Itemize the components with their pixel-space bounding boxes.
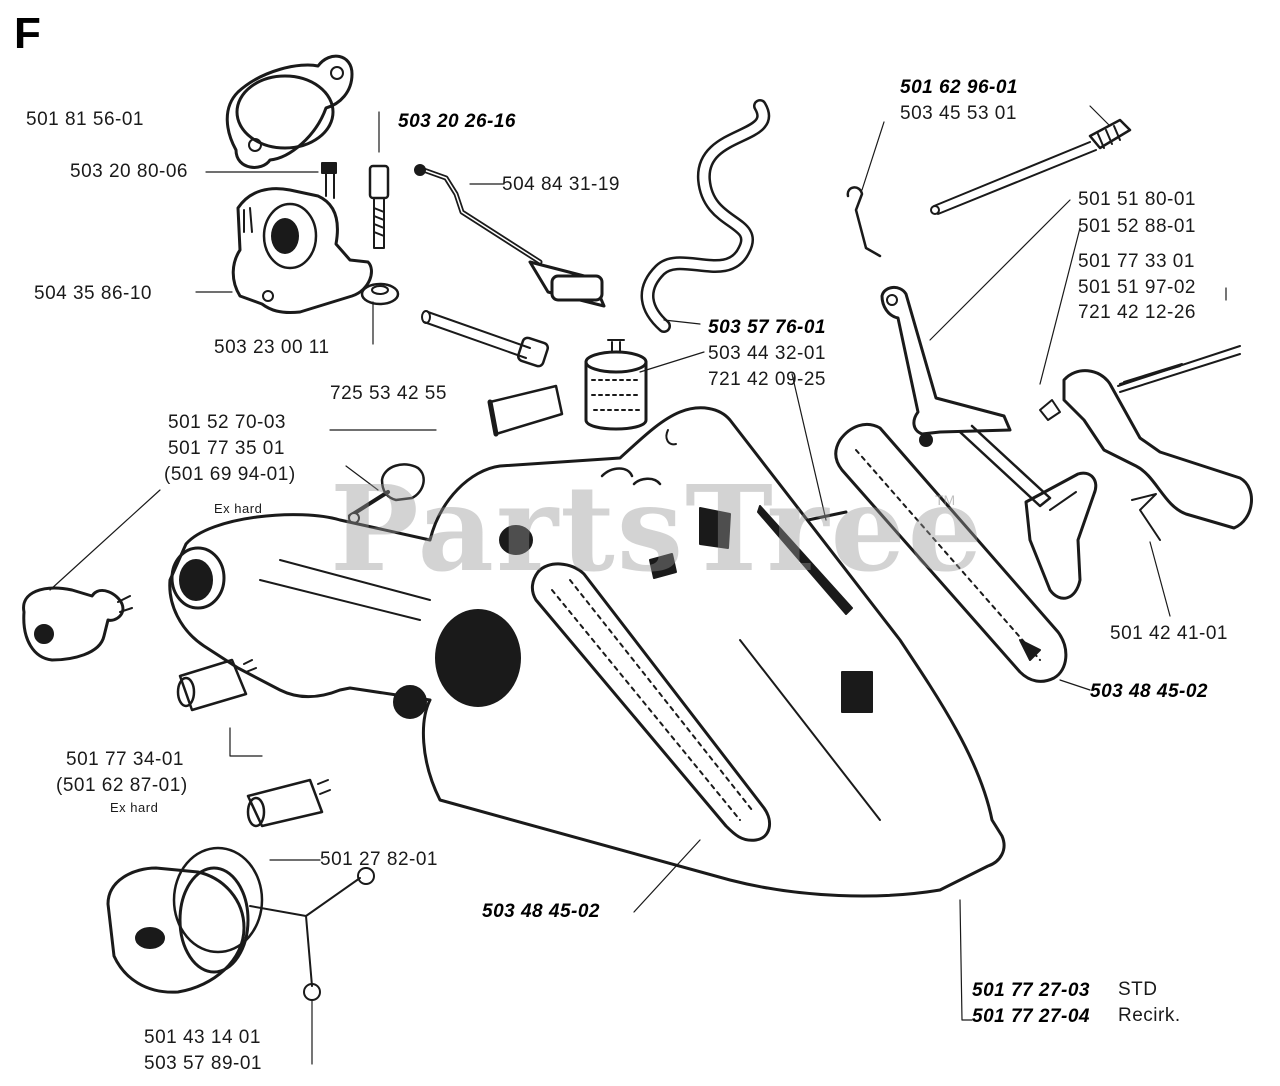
return-spring-part	[1131, 493, 1161, 541]
handle-grip-part	[530, 562, 772, 842]
fuel-filter-part	[584, 339, 648, 431]
tank-housing-part	[168, 406, 1006, 898]
part-label-504-84-31-19: 504 84 31-19	[502, 174, 620, 195]
part-label-503-48-45-02-right: 503 48 45-02	[1090, 681, 1208, 702]
part-label-501-77-27-04: 501 77 27-04	[972, 1006, 1090, 1027]
part-label-501-52-88-01: 501 52 88-01	[1078, 216, 1196, 237]
part-note-ex-hard-2: Ex hard	[110, 800, 159, 815]
part-label-503-23-00-11: 503 23 00 11	[214, 337, 330, 358]
part-variant-recirk: Recirk.	[1118, 1005, 1181, 1026]
throttle-rod-part	[414, 164, 606, 308]
part-note-ex-hard: Ex hard	[214, 501, 263, 516]
intake-flange-part	[231, 162, 373, 314]
pad-part	[487, 384, 564, 437]
part-label-503-45-53-01: 503 45 53 01	[900, 103, 1017, 124]
knob-part	[348, 463, 425, 524]
part-label-501-62-96-01: 501 62 96-01	[900, 77, 1018, 98]
part-label-503-44-32-01: 503 44 32-01	[708, 343, 826, 364]
lock-lever-part	[1062, 345, 1253, 530]
trigger-part	[1024, 471, 1098, 600]
part-label-501-52-70-03: 501 52 70-03	[168, 412, 286, 433]
part-label-503-20-80-06: 503 20 80-06	[70, 161, 188, 182]
watermark-trademark: TM	[935, 492, 956, 508]
pin-part	[806, 510, 848, 522]
part-label-501-77-35-01: 501 77 35 01	[168, 438, 285, 459]
part-label-721-42-12-26: 721 42 12-26	[1078, 302, 1196, 323]
part-label-501-81-56-01: 501 81 56-01	[26, 109, 144, 130]
fuel-cap-part	[106, 846, 375, 1001]
part-label-503-57-89-01: 503 57 89-01	[144, 1053, 262, 1074]
rubber-knob-part	[22, 586, 133, 662]
side-grip-part	[834, 423, 1068, 683]
washer-part	[360, 282, 400, 306]
mount-part	[176, 658, 257, 712]
leader-lines	[49, 105, 1227, 1065]
part-label-501-62-87-01: (501 62 87-01)	[56, 775, 188, 796]
part-label-501-51-97-02: 501 51 97-02	[1078, 277, 1196, 298]
throttle-lever-part	[880, 286, 1061, 508]
spring-clip-part	[846, 186, 882, 258]
mount-part-2	[246, 778, 331, 828]
part-variant-std: STD	[1118, 979, 1158, 1000]
part-label-501-51-80-01: 501 51 80-01	[1078, 189, 1196, 210]
long-screw-part	[421, 310, 550, 368]
part-label-501-43-14-01: 501 43 14 01	[144, 1027, 261, 1048]
part-label-501-69-94-01: (501 69 94-01)	[164, 464, 296, 485]
bolt-part	[368, 164, 390, 249]
part-label-501-77-27-03: 501 77 27-03	[972, 980, 1090, 1001]
part-label-501-27-82-01: 501 27 82-01	[320, 849, 438, 870]
part-label-503-57-76-01: 503 57 76-01	[708, 317, 826, 338]
part-label-503-48-45-02-bottom: 503 48 45-02	[482, 901, 600, 922]
part-label-725-53-42-55: 725 53 42 55	[330, 383, 447, 404]
watermark-text: PartsTree	[330, 459, 985, 598]
gasket-part	[225, 54, 354, 169]
fuel-hose-part	[640, 99, 770, 333]
part-label-504-35-86-10: 504 35 86-10	[34, 283, 152, 304]
part-label-721-42-09-25: 721 42 09-25	[708, 369, 826, 390]
part-label-501-77-34-01: 501 77 34-01	[66, 749, 184, 770]
part-label-501-42-41-01: 501 42 41-01	[1110, 623, 1228, 644]
section-letter: F	[14, 9, 41, 58]
part-label-503-20-26-16: 503 20 26-16	[398, 111, 516, 132]
part-label-501-77-33-01: 501 77 33 01	[1078, 251, 1195, 272]
